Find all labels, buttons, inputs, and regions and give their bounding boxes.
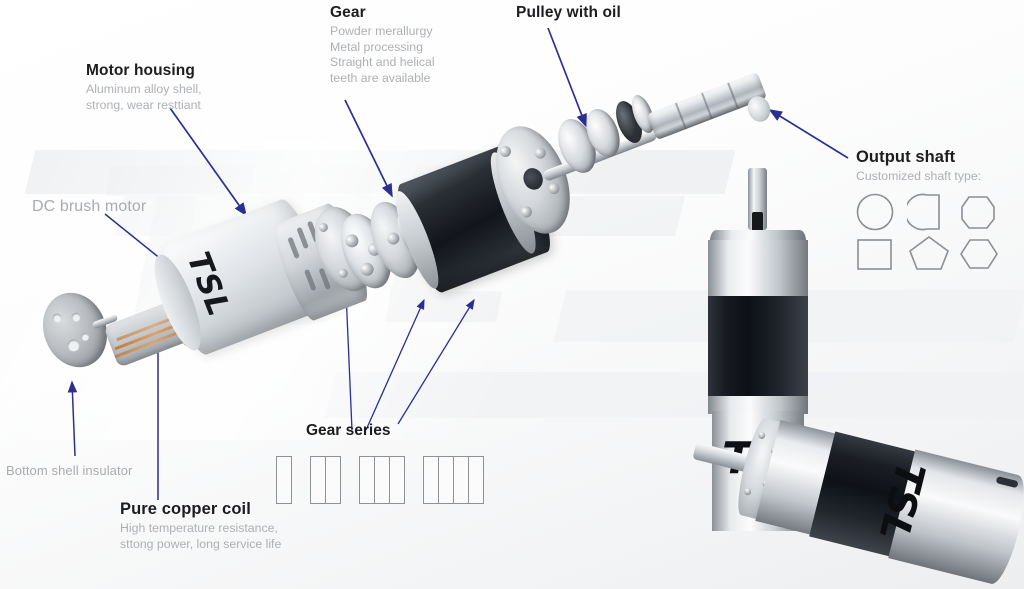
callout-gear-title: Gear xyxy=(330,4,366,21)
callout-bottom-shell-insulator-title: Bottom shell insulator xyxy=(6,463,133,478)
callout-output-shaft-line1: Customized shaft type: xyxy=(856,169,982,183)
shaft-shape-pentagon xyxy=(908,235,950,271)
background-sheen xyxy=(0,140,792,440)
callout-pure-copper-coil: Pure copper coil High temperature resist… xyxy=(120,500,281,552)
product-a-mid-ring xyxy=(708,396,808,414)
callout-motor-housing: Motor housing Aluminum alloy shell, stro… xyxy=(86,62,202,113)
gear-series-group-2 xyxy=(310,456,341,504)
product-a-gear-body xyxy=(708,240,808,300)
callout-output-shaft: Output shaft Customized shaft type: xyxy=(856,148,981,185)
gear-series-group-4 xyxy=(423,456,484,504)
callout-output-shaft-title: Output shaft xyxy=(856,148,956,166)
shaft-shape-d-shape xyxy=(907,193,949,231)
callout-bottom-shell-insulator: Bottom shell insulator xyxy=(6,463,132,478)
callout-gear-line2: Metal processing xyxy=(330,39,423,54)
gear-series-block: Gear series xyxy=(276,422,484,504)
shaft-shape-hexagon xyxy=(959,238,999,270)
callout-pure-copper-coil-line2: sttong power, long service life xyxy=(120,536,282,551)
shaft-shape-circle xyxy=(855,193,895,231)
gear-series-group-1 xyxy=(276,456,292,504)
shaft-shape-rounded-hexagon xyxy=(959,193,997,231)
product-a-shaft-shadow xyxy=(752,212,763,236)
gear-series-title: Gear series xyxy=(306,422,391,439)
callout-pure-copper-coil-line1: High temperature resistance, xyxy=(120,521,278,535)
callout-pulley-with-oil: Pulley with oil xyxy=(516,4,621,22)
callout-dc-brush-motor-title: DC brush motor xyxy=(32,198,147,215)
gear-series-row xyxy=(276,456,484,504)
callout-gear-line3: Straight and helical xyxy=(330,55,435,69)
product-a-motor-body xyxy=(708,296,808,401)
shaft-shape-square xyxy=(856,238,894,271)
callout-pure-copper-coil-title: Pure copper coil xyxy=(120,500,251,518)
callout-motor-housing-line1: Aluminum alloy shell, xyxy=(86,82,202,96)
shaft-type-shapes xyxy=(855,193,998,271)
callout-dc-brush-motor: DC brush motor xyxy=(32,198,146,216)
callout-gear-line1: Powder merallurgy xyxy=(330,24,433,38)
callout-gear-line4: teeth are available xyxy=(330,70,431,85)
callout-gear: Gear Powder merallurgy Metal processing … xyxy=(330,4,435,86)
callout-motor-housing-title: Motor housing xyxy=(86,62,195,79)
callout-motor-housing-line2: strong, wear resttiant xyxy=(86,97,201,112)
gear-series-group-3 xyxy=(359,456,405,504)
callout-pulley-title: Pulley with oil xyxy=(516,4,621,21)
